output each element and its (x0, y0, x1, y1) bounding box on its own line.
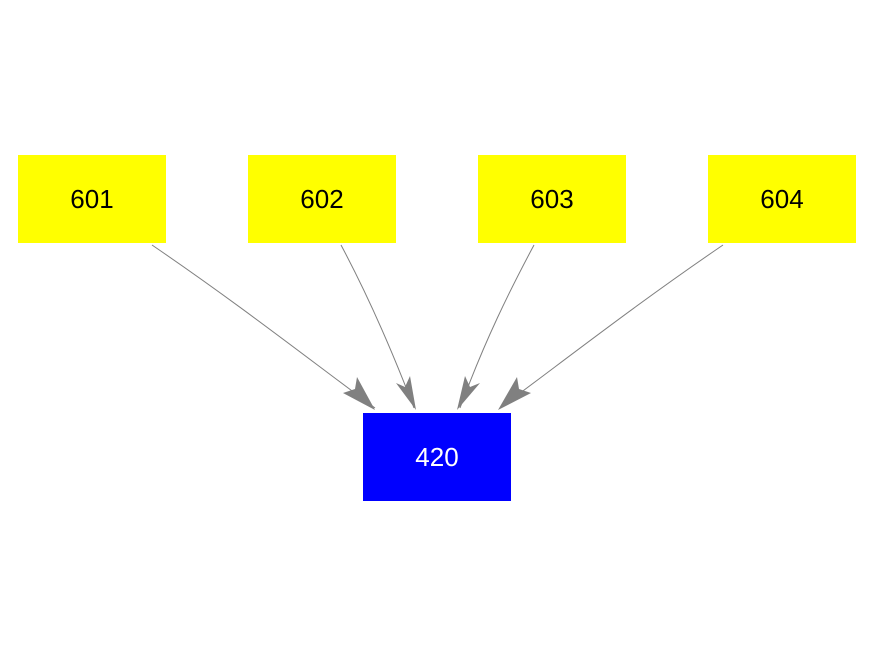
arrow-602-420 (396, 376, 416, 410)
node-604-label: 604 (760, 183, 804, 214)
node-420: 420 (363, 413, 511, 501)
edge-602-420 (340, 244, 415, 409)
arrow-604-420 (498, 377, 531, 410)
node-603: 603 (478, 155, 626, 243)
node-604: 604 (708, 155, 856, 243)
edge-601-420 (151, 244, 376, 409)
edge-604-420 (499, 244, 724, 409)
node-601-label: 601 (70, 183, 114, 214)
edge-603-420 (459, 244, 535, 409)
node-603-label: 603 (530, 183, 574, 214)
node-602: 602 (248, 155, 396, 243)
arrow-601-420 (343, 377, 375, 410)
node-602-label: 602 (300, 183, 344, 214)
arrow-603-420 (457, 376, 480, 410)
node-420-label: 420 (415, 441, 459, 472)
node-601: 601 (18, 155, 166, 243)
